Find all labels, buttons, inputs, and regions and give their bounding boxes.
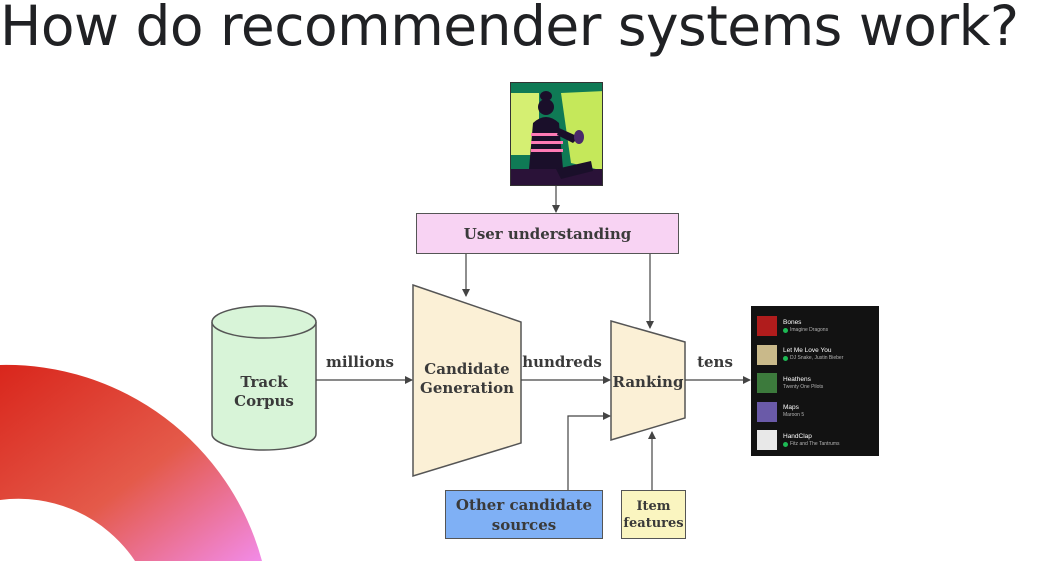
downloaded-icon (783, 356, 788, 362)
playlist-track[interactable]: Let Me Love You DJ Snake, Justin Bieber (757, 341, 879, 370)
playlist-track[interactable]: Maps Maroon 5 (757, 398, 879, 427)
arrow-other-sources-to-ranking (567, 412, 611, 490)
track-corpus-label-line2: Corpus (234, 392, 294, 410)
downloaded-icon (783, 327, 788, 333)
track-name: Let Me Love You (783, 347, 832, 355)
edge-label-tens: tens (697, 353, 733, 371)
track-corpus-label-line1: Track (240, 373, 288, 391)
playlist-track[interactable]: HandClap Fitz and The Tantrums (757, 426, 879, 455)
ranking-label: Ranking (613, 373, 684, 391)
track-artist: DJ Snake, Justin Bieber (790, 355, 844, 362)
track-artist: Maroon 5 (783, 412, 805, 419)
item-features-label-line2: features (623, 515, 684, 531)
track-name: Bones (783, 318, 802, 326)
candidate-generation-label-line1: Candidate (424, 360, 509, 378)
track-artist: Fitz and The Tantrums (790, 440, 840, 447)
track-name: HandClap (783, 432, 812, 440)
candidate-generation-label-line2: Generation (420, 379, 514, 397)
track-name: Maps (783, 404, 799, 412)
item-features-node: Item features (621, 490, 686, 539)
other-sources-label-line1: Other candidate (455, 495, 593, 514)
album-art-thumbnail (757, 430, 777, 451)
user-understanding-node: User understanding (416, 213, 679, 254)
downloaded-icon (783, 441, 788, 447)
other-candidate-sources-node: Other candidate sources (445, 490, 603, 539)
page-title: How do recommender systems work? (0, 0, 1019, 58)
decorative-gradient-arc (0, 364, 262, 561)
edge-label-hundreds: hundreds (522, 353, 602, 371)
playlist-track[interactable]: Bones Imagine Dragons (757, 312, 879, 341)
track-artist: Twenty One Pilots (783, 383, 824, 390)
item-features-label-line1: Item (636, 498, 671, 514)
album-art-thumbnail (757, 344, 777, 365)
edge-label-millions: millions (326, 353, 394, 371)
other-sources-label-line2: sources (491, 515, 557, 534)
playlist-track[interactable]: Heathens Twenty One Pilots (757, 369, 879, 398)
album-art-thumbnail (757, 373, 777, 394)
album-art-thumbnail (757, 401, 777, 422)
ranking-node: Ranking (610, 320, 686, 442)
recommended-playlist: Bones Imagine Dragons Let Me Love You DJ… (751, 306, 879, 456)
track-artist: Imagine Dragons (790, 326, 829, 333)
album-art-thumbnail (757, 316, 777, 337)
track-name: Heathens (783, 375, 811, 383)
track-corpus-node: Track Corpus (211, 305, 317, 451)
candidate-generation-node: Candidate Generation (412, 283, 522, 478)
user-illustration (510, 82, 603, 186)
